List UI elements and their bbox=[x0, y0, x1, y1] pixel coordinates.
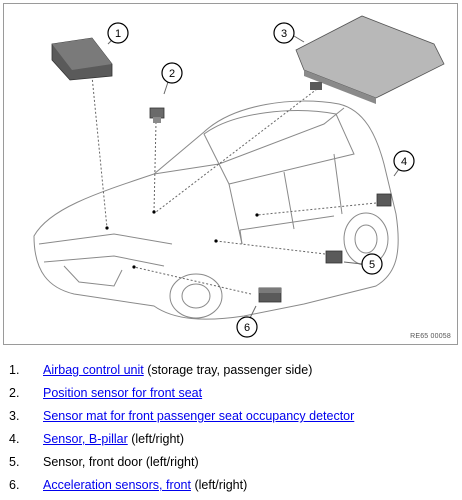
component-sensor-mat bbox=[295, 15, 445, 104]
link-airbag-control-unit[interactable]: Airbag control unit bbox=[43, 363, 144, 377]
svg-text:3: 3 bbox=[281, 28, 287, 40]
component-b-pillar-sensor bbox=[376, 193, 392, 207]
diagram-frame: 1 2 3 4 5 6 RE65 00058 bbox=[3, 3, 458, 345]
reference-code: RE65 00058 bbox=[410, 333, 451, 340]
legend-note: Sensor, front door (left/right) bbox=[43, 455, 199, 469]
car-outline bbox=[33, 100, 399, 320]
legend-number: 1. bbox=[9, 363, 20, 377]
legend-item: 4. Sensor, B-pillar (left/right) bbox=[8, 431, 458, 454]
callout-5: 5 bbox=[361, 253, 383, 275]
component-acceleration-sensor bbox=[258, 287, 282, 303]
legend-item: 3. Sensor mat for front passenger seat o… bbox=[8, 408, 458, 431]
legend-item: 5. Sensor, front door (left/right) bbox=[8, 454, 458, 477]
component-airbag-control-unit bbox=[51, 37, 113, 81]
link-sensor-mat[interactable]: Sensor mat for front passenger seat occu… bbox=[43, 409, 355, 423]
callout-2: 2 bbox=[161, 62, 183, 84]
legend-item: 6. Acceleration sensors, front (left/rig… bbox=[8, 477, 458, 500]
svg-text:4: 4 bbox=[401, 156, 407, 168]
legend-note: (left/right) bbox=[127, 432, 185, 446]
legend-number: 6. bbox=[9, 478, 20, 492]
pointer-dots bbox=[105, 210, 259, 269]
legend-list: 1. Airbag control unit (storage tray, pa… bbox=[8, 362, 458, 500]
component-position-sensor bbox=[149, 107, 165, 123]
legend-note: (storage tray, passenger side) bbox=[143, 363, 313, 377]
legend-number: 4. bbox=[9, 432, 20, 446]
svg-text:1: 1 bbox=[115, 28, 121, 40]
legend-note: (left/right) bbox=[191, 478, 248, 492]
svg-text:6: 6 bbox=[244, 322, 250, 334]
link-position-sensor[interactable]: Position sensor for front seat bbox=[43, 386, 203, 400]
legend-number: 3. bbox=[9, 409, 20, 423]
link-b-pillar-sensor[interactable]: Sensor, B-pillar bbox=[43, 432, 128, 446]
car-airbag-diagram: 1 2 3 4 5 6 bbox=[33, 15, 445, 338]
link-acceleration-sensors[interactable]: Acceleration sensors, front bbox=[43, 478, 191, 492]
legend-number: 5. bbox=[9, 455, 20, 469]
callout-3: 3 bbox=[273, 22, 295, 44]
svg-text:5: 5 bbox=[369, 259, 375, 271]
legend-item: 1. Airbag control unit (storage tray, pa… bbox=[8, 362, 458, 385]
legend-item: 2. Position sensor for front seat bbox=[8, 385, 458, 408]
callout-4: 4 bbox=[393, 150, 415, 172]
callout-6: 6 bbox=[236, 316, 258, 338]
component-front-door-sensor bbox=[325, 250, 343, 264]
legend-number: 2. bbox=[9, 386, 20, 400]
callout-1: 1 bbox=[107, 22, 129, 44]
callouts: 1 2 3 4 5 6 bbox=[107, 22, 415, 338]
svg-text:2: 2 bbox=[169, 68, 175, 80]
